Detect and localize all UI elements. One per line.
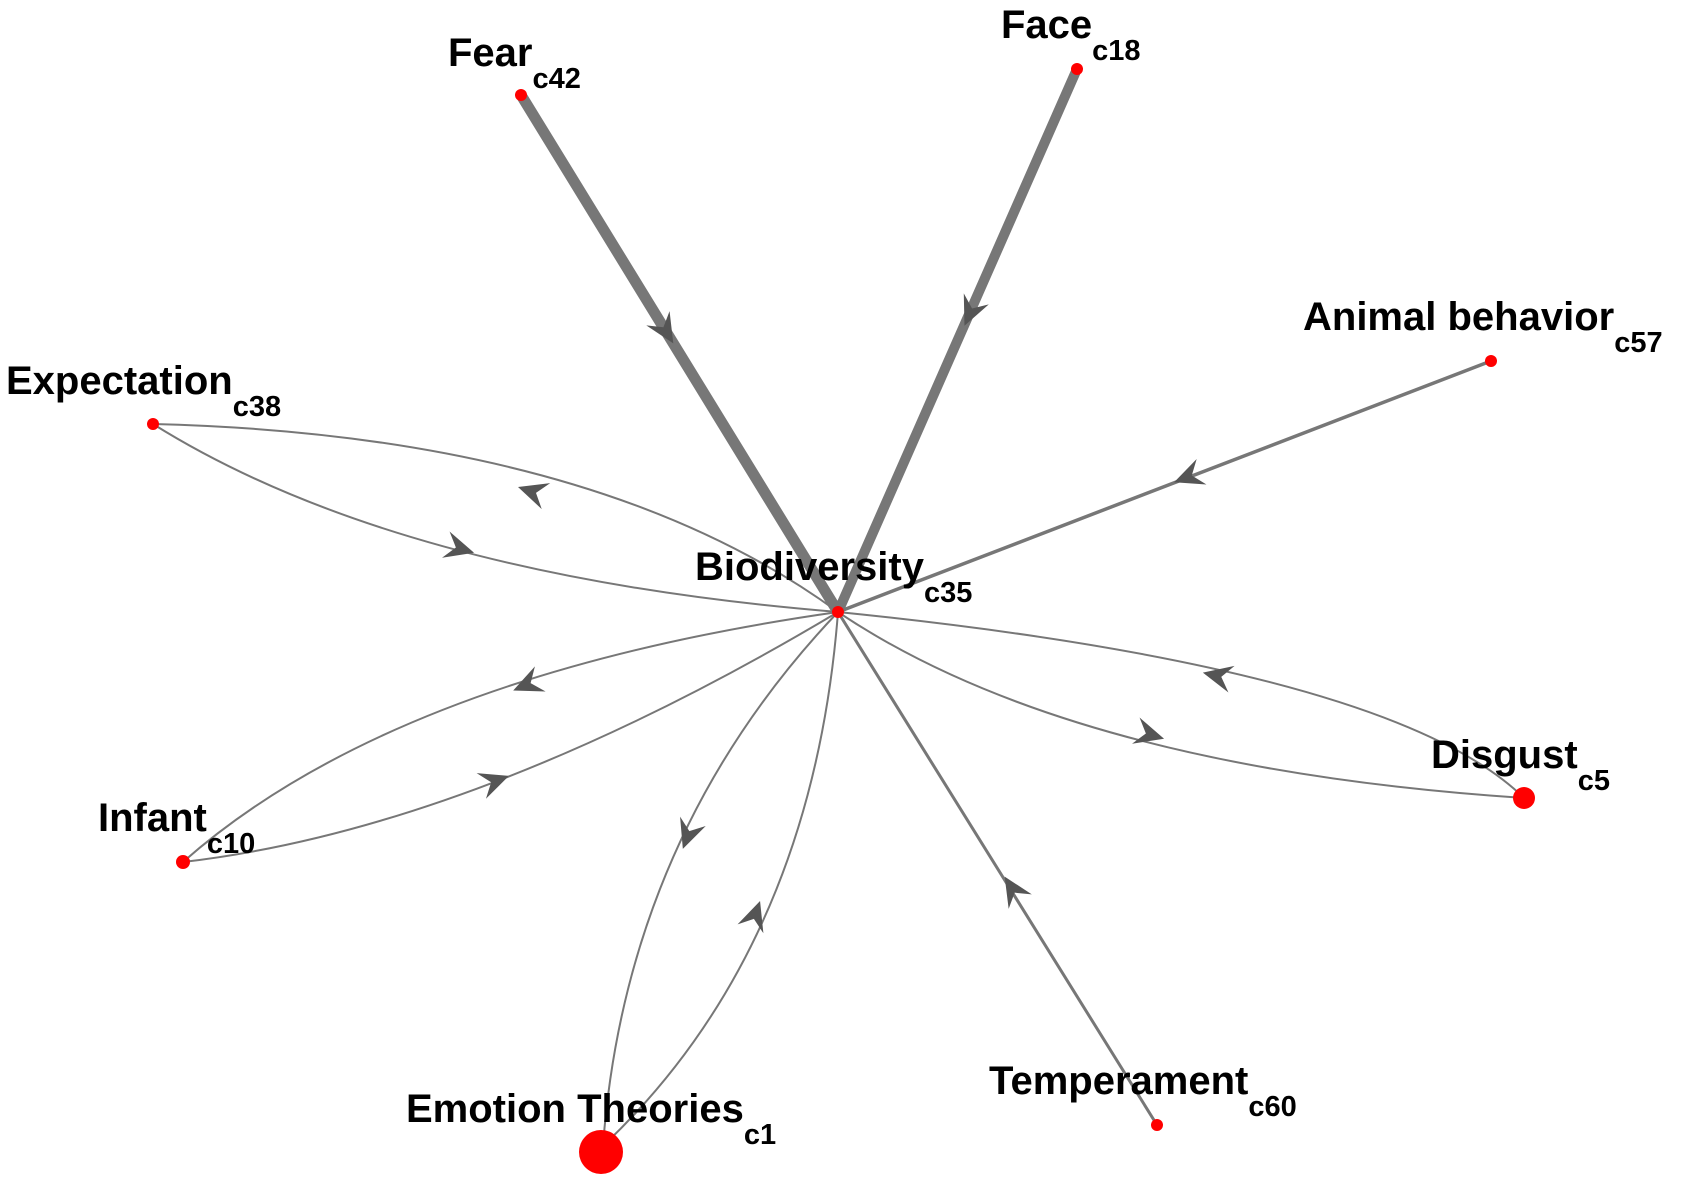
node-label-text: Disgust	[1431, 733, 1578, 777]
edge-animal-behavior-to-biodiversity	[836, 359, 1493, 614]
node-cluster-id: c42	[533, 63, 581, 95]
edge-biodiversity-to-infant	[182, 611, 839, 863]
edge-arrow	[670, 816, 706, 854]
node-label-expectation: Expectationc38	[6, 359, 281, 423]
node-label-text: Infant	[98, 796, 207, 840]
node-cluster-id: c18	[1092, 35, 1140, 67]
edge-arrow	[476, 763, 514, 799]
node-dot-biodiversity	[832, 606, 844, 618]
edge-arrow	[993, 869, 1032, 909]
node-dot-temperament	[1151, 1119, 1163, 1131]
edge-line	[602, 611, 839, 1147]
node-label-emotion-theories: Emotion Theoriesc1	[406, 1087, 776, 1151]
node-dot-infant	[176, 855, 190, 869]
edge-arrow	[737, 896, 773, 934]
edge-arrow	[442, 531, 478, 566]
node-cluster-id: c10	[207, 828, 255, 860]
nodes-layer	[147, 63, 1535, 1174]
edge-biodiversity-to-emotion-theories	[602, 611, 839, 1147]
edge-line	[515, 89, 844, 618]
node-dot-emotion-theories	[579, 1130, 623, 1174]
edge-line	[182, 611, 839, 863]
edges-layer	[152, 64, 1525, 1147]
edge-arrow	[1169, 458, 1207, 496]
node-label-text: Expectation	[6, 359, 233, 403]
node-cluster-id: c35	[924, 577, 972, 609]
node-label-text: Emotion Theories	[406, 1087, 744, 1131]
edge-line	[182, 611, 839, 863]
edge-line	[833, 64, 1082, 617]
node-label-text: Biodiversity	[695, 545, 925, 589]
edge-emotion-theories-to-biodiversity	[602, 611, 839, 1147]
edge-line	[152, 423, 839, 613]
node-cluster-id: c1	[744, 1119, 776, 1151]
node-dot-fear	[515, 89, 527, 101]
node-label-fear: Fearc42	[448, 31, 581, 95]
edge-line	[837, 611, 1525, 799]
labels-layer: Biodiversityc35 Fearc42 Facec18 Animal b…	[6, 3, 1663, 1151]
edge-fear-to-biodiversity	[515, 89, 844, 618]
edge-infant-to-biodiversity	[182, 611, 839, 863]
node-label-text: Fear	[448, 31, 533, 75]
node-label-animal-behavior: Animal behaviorc57	[1303, 295, 1663, 359]
edge-temperament-to-biodiversity	[836, 610, 1159, 1127]
node-dot-face	[1071, 63, 1083, 75]
node-label-infant: Infantc10	[98, 796, 255, 860]
node-label-temperament: Temperamentc60	[989, 1059, 1297, 1123]
edge-arrow	[513, 474, 551, 510]
edge-expectation-to-biodiversity	[152, 423, 839, 613]
edge-line	[602, 611, 839, 1147]
edge-line	[152, 423, 839, 613]
node-dot-expectation	[147, 418, 159, 430]
node-cluster-id: c57	[1614, 327, 1662, 359]
edge-biodiversity-to-expectation	[152, 423, 839, 613]
edge-face-to-biodiversity	[833, 64, 1082, 617]
node-label-face: Facec18	[1001, 3, 1141, 67]
node-label-text: Animal behavior	[1303, 295, 1614, 339]
node-dot-animal-behavior	[1485, 355, 1497, 367]
node-label-text: Temperament	[989, 1059, 1248, 1103]
edge-arrow	[1199, 659, 1235, 693]
edge-disgust-to-biodiversity	[837, 611, 1525, 799]
node-label-text: Face	[1001, 3, 1092, 47]
node-dot-disgust	[1513, 787, 1535, 809]
edge-line	[836, 610, 1159, 1127]
node-cluster-id: c60	[1248, 1091, 1296, 1123]
node-label-biodiversity: Biodiversityc35	[695, 545, 972, 609]
edge-line	[837, 611, 1525, 799]
edge-line	[836, 359, 1493, 614]
node-label-disgust: Disgustc5	[1431, 733, 1610, 797]
edge-biodiversity-to-disgust	[837, 611, 1525, 799]
node-cluster-id: c38	[233, 391, 281, 423]
node-cluster-id: c5	[1578, 765, 1610, 797]
